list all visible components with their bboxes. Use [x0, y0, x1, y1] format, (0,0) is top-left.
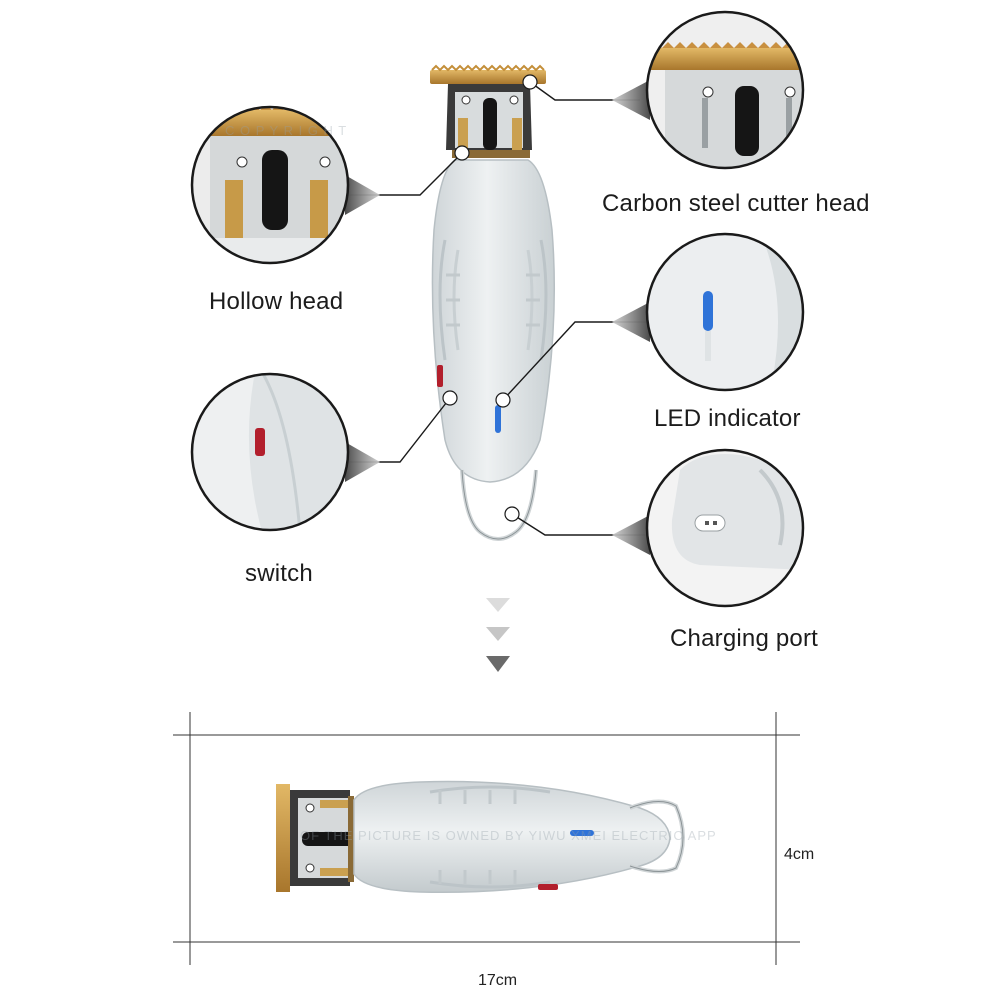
- label-hollow-head: Hollow head: [209, 288, 344, 315]
- zoom-charging: [645, 448, 805, 608]
- label-switch: switch: [245, 560, 313, 587]
- dimension-frame: [173, 712, 800, 965]
- label-led-indicator: LED indicator: [654, 405, 801, 432]
- zoom-switch: [190, 372, 350, 532]
- trimmer-vertical: [430, 64, 556, 541]
- switch-button: [437, 365, 443, 387]
- zoom-hollow-head: [190, 105, 350, 265]
- trimmer-body: [431, 159, 556, 483]
- blade-teeth: [430, 70, 546, 84]
- label-charging-port: Charging port: [670, 625, 819, 652]
- dimension-height: 4cm: [784, 846, 815, 863]
- dimension-width: 17cm: [478, 972, 518, 989]
- zoom-carbon-steel: [645, 10, 805, 170]
- trimmer-horizontal: [276, 780, 685, 894]
- callout-dots: [442, 74, 538, 522]
- zoom-led: [645, 232, 805, 392]
- callout-cones: [345, 80, 650, 555]
- watermark: C O P Y R I G H T: [225, 123, 348, 138]
- led-indicator: [495, 405, 501, 433]
- down-arrows: [486, 598, 510, 672]
- watermark: OF THE PICTURE IS OWNED BY YIWU XMEI ELE…: [300, 828, 717, 843]
- label-carbon-steel: Carbon steel cutter head: [602, 190, 870, 217]
